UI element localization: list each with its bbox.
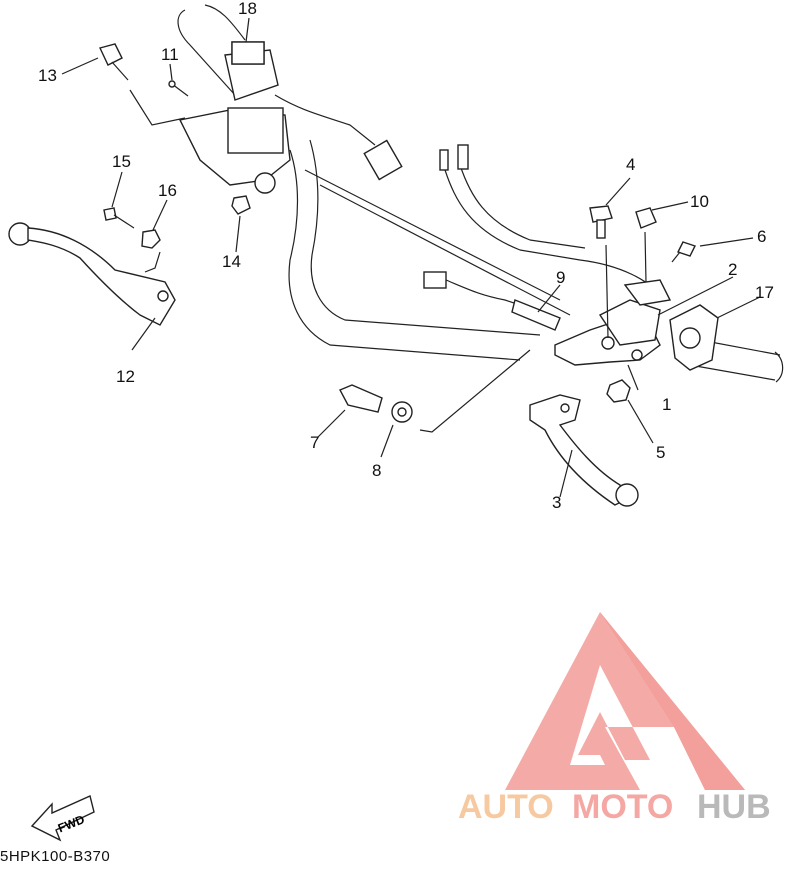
watermark-hub: HUB	[697, 788, 771, 826]
brake-switch-wire	[274, 94, 403, 181]
switch-wire	[423, 271, 561, 331]
screw-11	[168, 80, 189, 97]
handlebar	[177, 4, 784, 383]
callout-18: 18	[238, 0, 257, 18]
watermark-text: AUTO MOTO HUB	[458, 788, 771, 826]
callout-7: 7	[310, 433, 319, 452]
callout-4: 4	[626, 155, 635, 174]
nut-14	[231, 195, 251, 215]
callout-15: 15	[112, 152, 131, 171]
callout-labels: 1 2 3 4 5 6 7 8 9 10 11 12 13 14 15 16 1…	[38, 0, 774, 512]
adjuster-7	[339, 384, 383, 413]
cap-10	[635, 207, 657, 229]
bolt-4	[589, 205, 613, 239]
callout-14: 14	[222, 252, 241, 271]
callout-17: 17	[755, 283, 774, 302]
bolt-6	[671, 241, 696, 263]
leader-lines	[61, 17, 761, 498]
callout-2: 2	[728, 260, 737, 279]
callout-16: 16	[158, 181, 177, 200]
callout-5: 5	[656, 443, 665, 462]
clutch-lever	[529, 394, 639, 507]
callout-9: 9	[556, 268, 565, 287]
callout-1: 1	[662, 395, 671, 414]
fwd-arrow-icon: FWD	[30, 795, 95, 842]
callout-10: 10	[690, 192, 709, 211]
locknut-8	[391, 401, 413, 423]
nut-16	[141, 229, 161, 249]
callout-13: 13	[38, 66, 57, 85]
callout-8: 8	[372, 461, 381, 480]
watermark-moto: MOTO	[572, 788, 673, 826]
callout-3: 3	[552, 493, 561, 512]
bolt-13	[99, 43, 129, 81]
brake-switch-18	[231, 41, 265, 65]
callout-12: 12	[116, 367, 135, 386]
watermark-auto: AUTO	[458, 788, 554, 826]
callout-6: 6	[757, 227, 766, 246]
callout-11: 11	[161, 45, 179, 64]
automotohub-logo	[505, 612, 745, 790]
bolt-15	[103, 207, 135, 229]
diagram-code: 5HPK100-B370	[0, 848, 111, 865]
grip-switch	[669, 304, 719, 371]
nut-5	[606, 379, 631, 403]
brake-lever	[8, 222, 176, 326]
holder-2	[623, 279, 672, 306]
lever-holder	[554, 299, 661, 366]
